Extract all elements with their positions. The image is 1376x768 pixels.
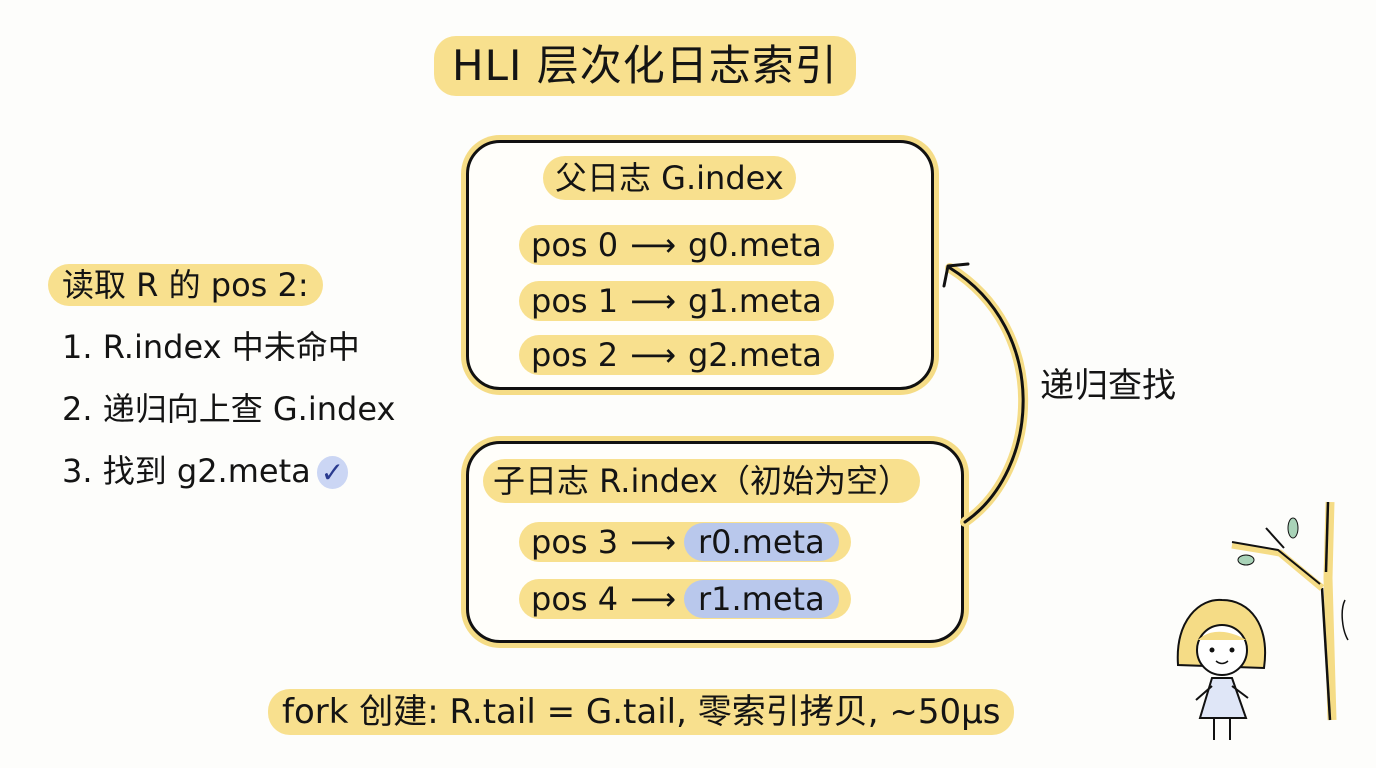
parent-entry: pos 1 ⟶ g1.meta [519,281,834,321]
diagram-title: HLI 层次化日志索引 [434,36,856,96]
entry-target: r0.meta [683,523,839,561]
child-log-box: 子日志 R.index（初始为空） pos 3 ⟶r0.meta pos 4 ⟶r1… [466,441,964,643]
girl-icon [1176,598,1267,740]
entry-pos: pos 4 [531,580,619,618]
entry-target: g1.meta [687,282,822,320]
arrow-right-icon: ⟶ [630,282,676,320]
entry-target: r1.meta [683,580,839,618]
parent-log-title: 父日志 G.index [543,156,796,200]
checkmark-icon: ✓ [316,456,349,489]
recursive-lookup-label: 递归查找 [1040,366,1176,406]
entry-pos: pos 0 [531,226,619,264]
read-step: 3. 找到 g2.meta✓ [48,450,395,494]
entry-pos: pos 3 [531,523,619,561]
child-entry: pos 3 ⟶r0.meta [519,522,851,562]
read-step-text: 3. 找到 g2.meta [62,452,311,490]
read-step: 2. 递归向上查 G.index [62,390,396,428]
arrow-right-icon: ⟶ [630,523,676,561]
entry-pos: pos 1 [531,282,619,320]
entry-target: g0.meta [687,226,822,264]
entry-pos: pos 2 [531,336,619,374]
fork-note: fork 创建: R.tail = G.tail, 零索引拷贝, ~50µs [268,689,1015,735]
arrow-right-icon: ⟶ [630,336,676,374]
read-steps-panel: 读取 R 的 pos 2: 1. R.index 中未命中 2. 递归向上查 G… [48,264,395,494]
arrow-right-icon: ⟶ [630,580,676,618]
child-log-title: 子日志 R.index（初始为空） [483,459,920,503]
tree-icon [1231,501,1349,721]
parent-entry: pos 0 ⟶ g0.meta [519,225,834,265]
parent-log-box: 父日志 G.index pos 0⟶g0.meta pos 1⟶g1.meta … [466,140,934,390]
read-step: 1. R.index 中未命中 [62,328,360,366]
parent-entry: pos 2 ⟶ g2.meta [519,335,834,375]
read-steps-heading: 读取 R 的 pos 2: [48,264,323,306]
entry-target: g2.meta [687,336,822,374]
child-entry: pos 4 ⟶r1.meta [519,579,851,619]
arrow-right-icon: ⟶ [630,226,676,264]
